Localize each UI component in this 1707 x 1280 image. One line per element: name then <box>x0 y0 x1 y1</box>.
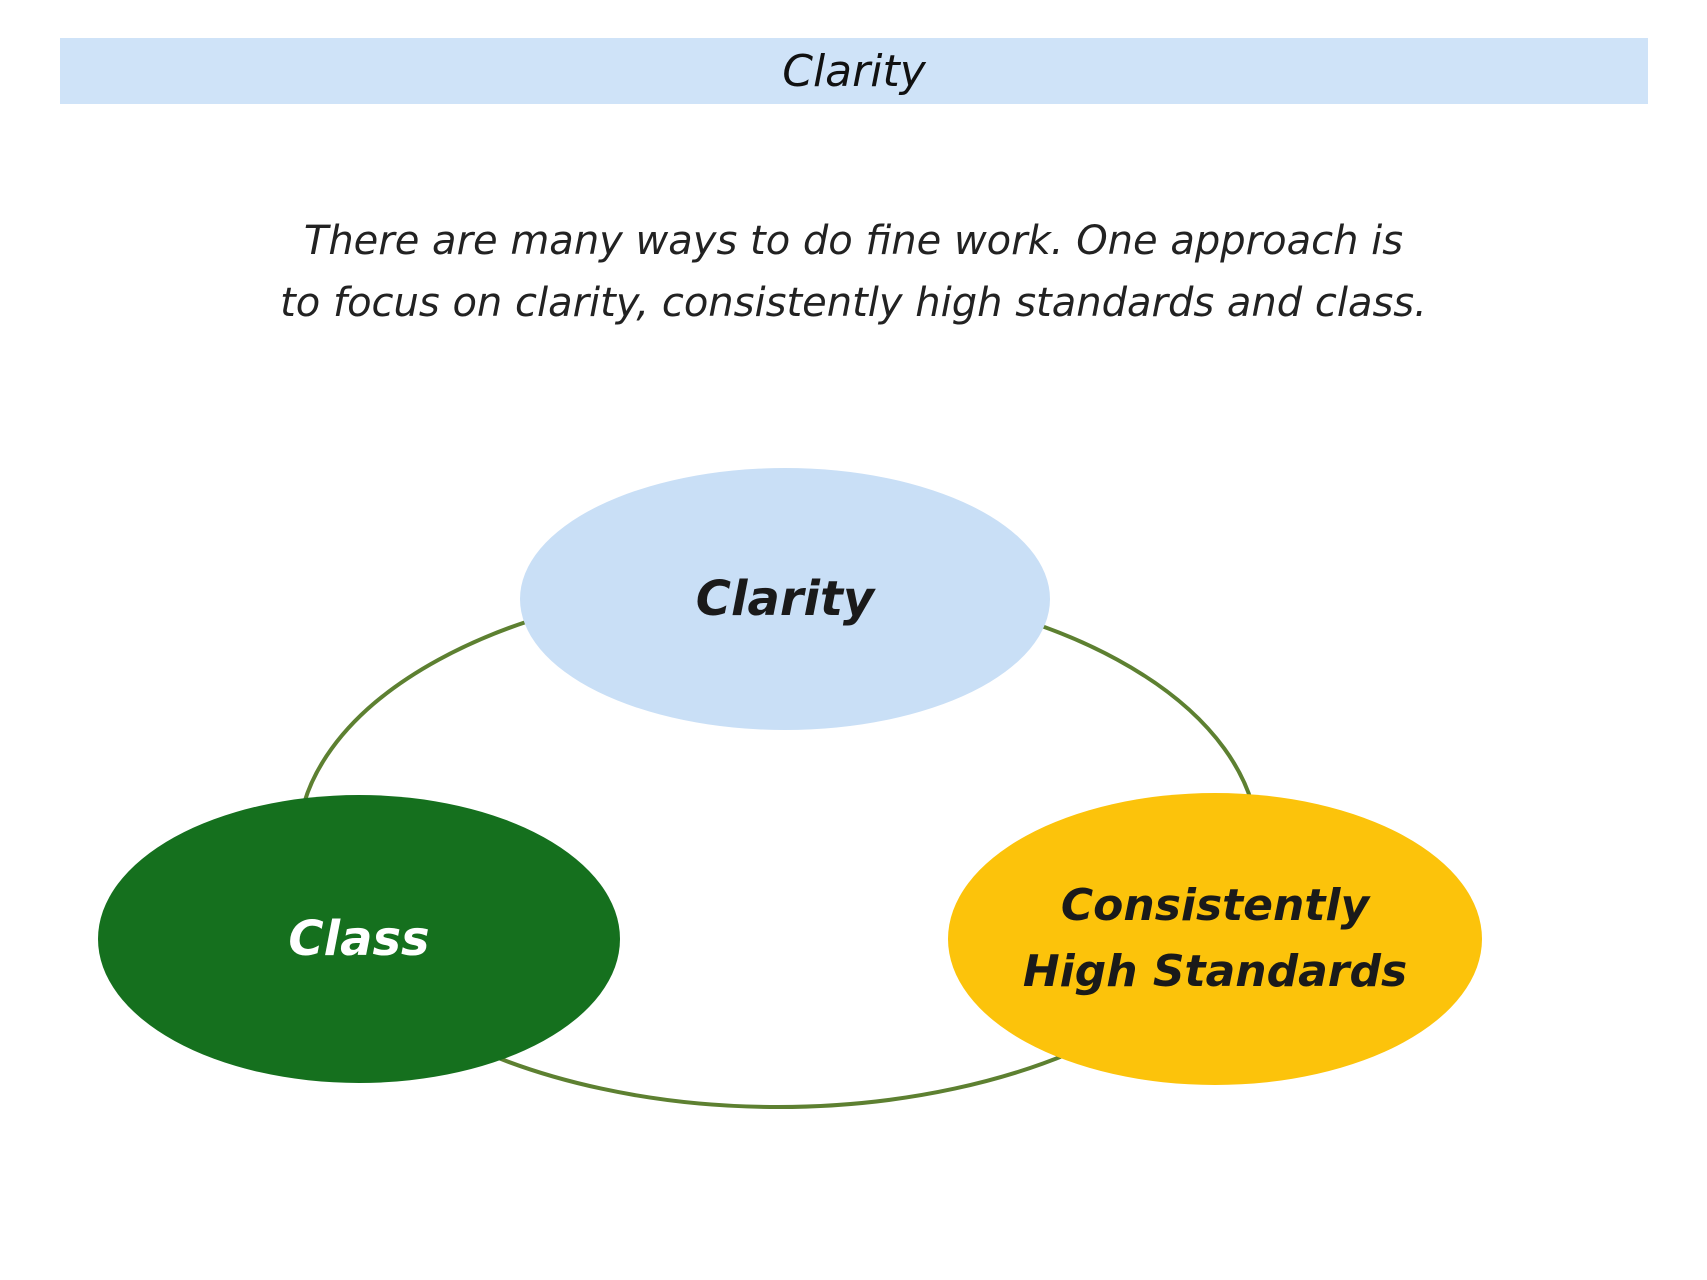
node-standards-label-line-1: Consistently <box>1060 880 1370 931</box>
node-consistently-high-standards: Consistently High Standards <box>948 793 1482 1085</box>
node-class-label: Class <box>288 911 430 967</box>
intro-line-2: to focus on clarity, consistently high s… <box>280 280 1427 326</box>
intro-line-1: There are many ways to do fine work. One… <box>303 218 1404 264</box>
node-clarity: Clarity <box>520 468 1050 730</box>
page-title: Clarity <box>782 45 926 97</box>
node-class: Class <box>98 795 620 1083</box>
node-clarity-label: Clarity <box>695 571 875 627</box>
node-standards-label-line-2: High Standards <box>1022 946 1408 997</box>
intro-text: There are many ways to do fine work. One… <box>0 210 1707 334</box>
header-bar: Clarity <box>60 38 1648 104</box>
